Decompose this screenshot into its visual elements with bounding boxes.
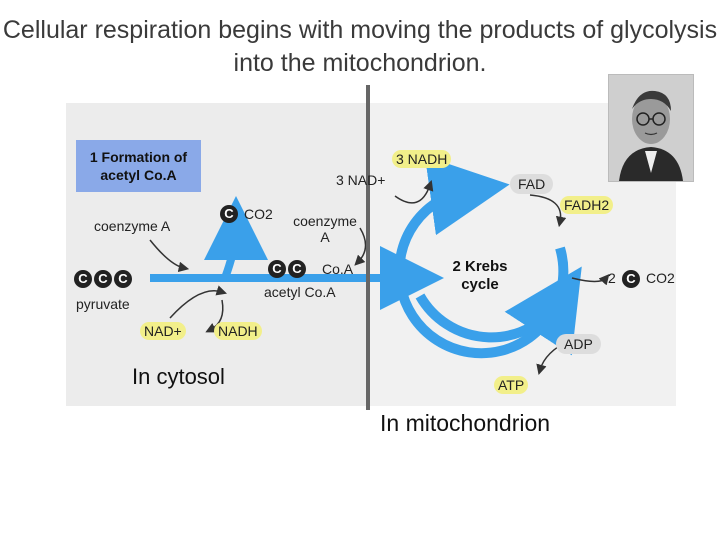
krebs-cycle-arrow-2 [415,266,582,356]
carbon-atom: C [288,260,306,278]
fad-arrow [529,194,567,228]
acetyl-coa-label: acetyl Co.A [264,284,336,300]
coa-label: Co.A [322,261,354,277]
atp-label: ATP [494,376,529,394]
coenzyme-a-right-label: coenzyme A [293,213,357,245]
nad-top-label: 3 NAD+ [336,172,386,188]
co2-out-arrow [571,274,610,286]
krebs-cycle-label: 2 Krebs cycle [452,258,508,293]
coenzyme-in-arrow [149,239,190,273]
fadh2-label: FADH2 [560,196,614,214]
nad-top-arrow [394,180,434,204]
nadh-out-arrow [205,299,224,333]
pyruvate-label: pyruvate [76,296,130,312]
co2-left-label: CO2 [244,206,273,222]
mitochondrion-label: In mitochondrion [380,410,551,436]
carbon-atom: C [94,270,112,288]
carbon-atom: C [268,260,286,278]
carbon-atom: C [114,270,132,288]
membrane-divider [366,85,370,410]
nad-arrow [169,285,228,319]
formation-step-box: 1 Formation of acetyl Co.A [76,140,201,192]
nadh-top-label: 3 NADH [392,150,452,168]
carbon-atom: C [74,270,92,288]
carbon-atom: C [220,205,238,223]
co2-right-label: CO2 [646,270,675,286]
co2-branch-arrow [203,196,268,280]
coenzyme-a-label: coenzyme A [94,218,171,234]
fad-label: FAD [510,174,554,194]
adp-label: ADP [556,334,601,354]
co2-count-label: 2 [608,270,616,286]
nadh-left-label: NADH [214,322,262,340]
slide-title: Cellular respiration begins with moving … [2,16,718,77]
portrait-drawing [609,75,693,181]
nad-left-label: NAD+ [140,322,186,340]
coenzyme-out-arrow [354,227,367,266]
carbon-atom: C [622,270,640,288]
scientist-portrait [608,74,694,182]
cytosol-label: In cytosol [132,364,225,389]
